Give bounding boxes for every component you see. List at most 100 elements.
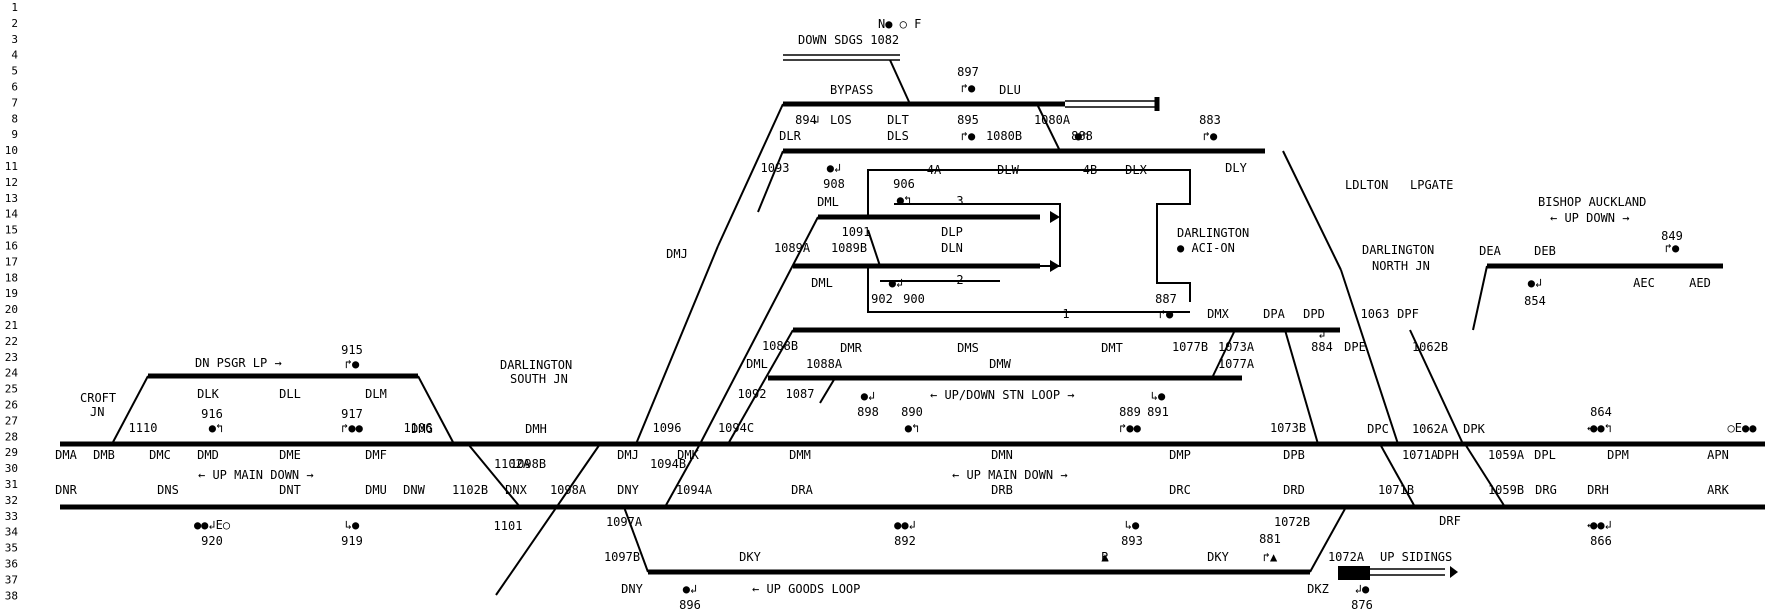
row-number-31: 31 <box>5 478 18 491</box>
track-1072 <box>1309 506 1347 573</box>
signal-s887-number: 887 <box>1155 292 1177 306</box>
signal-s920-icon: ●●↲E○ <box>194 518 230 532</box>
section-dky2: DKY <box>1207 550 1229 564</box>
label-south-jn: SOUTH JN <box>510 372 568 386</box>
section-dly: DLY <box>1225 161 1247 175</box>
track-1088-lead <box>727 329 794 445</box>
signal-s917-number: 917 <box>341 407 363 421</box>
label-darlington-mid: DARLINGTON <box>1177 226 1249 240</box>
signal-s895-icon: ↱● <box>961 129 976 143</box>
point-p1089b: 1089B <box>831 241 867 255</box>
label-croft: CROFT <box>80 391 116 405</box>
label-los: LOS <box>830 113 852 127</box>
row-number-32: 32 <box>5 494 18 507</box>
section-dmf: DMF <box>365 448 387 462</box>
section-dnw: DNW <box>403 483 425 497</box>
point-p1077b: 1077B <box>1172 340 1208 354</box>
point-r2: 2 <box>956 273 963 287</box>
section-dra: DRA <box>791 483 813 497</box>
section-dlk: DLK <box>197 387 219 401</box>
section-dlm: DLM <box>365 387 387 401</box>
section-dml3: DML <box>746 357 768 371</box>
point-r4a: 4A <box>927 163 942 177</box>
signal-s883-number: 883 <box>1199 113 1221 127</box>
row-number-14: 14 <box>5 208 19 221</box>
row-number-10: 10 <box>5 144 18 157</box>
label-up-main-down-mid: ← UP MAIN DOWN → <box>952 468 1068 482</box>
point-p1088b: 1088B <box>762 339 798 353</box>
row-number-35: 35 <box>5 542 18 555</box>
section-dml1: DML <box>817 195 839 209</box>
section-ark: ARK <box>1707 483 1729 497</box>
label-north-jn: NORTH JN <box>1372 259 1430 273</box>
point-p1098b: 1098B <box>510 457 546 471</box>
signal-s916-number: 916 <box>201 407 223 421</box>
label-up-goods-loop: ← UP GOODS LOOP <box>752 582 860 596</box>
signal-s881-number: 881 <box>1259 532 1281 546</box>
section-dpa: DPA <box>1263 307 1285 321</box>
row-number-3: 3 <box>11 33 18 46</box>
signal-s902-number: 902 <box>871 292 893 306</box>
signal-s891-number: 891 <box>1147 405 1169 419</box>
section-dml2: DML <box>811 276 833 290</box>
label-layer: CROFT JN DARLINGTON SOUTH JN DARLINGTON … <box>80 17 1646 596</box>
signal-s884-number: 884 <box>1311 340 1333 354</box>
point-p1098a: 1098A <box>550 483 587 497</box>
point-p1071b: 1071B <box>1378 483 1414 497</box>
point-p1059a: 1059A <box>1488 448 1525 462</box>
section-drf: DRF <box>1439 514 1461 528</box>
label-darlington-south: DARLINGTON <box>500 358 572 372</box>
signal-s892-icon: ●●↲ <box>894 518 916 532</box>
section-drg: DRG <box>1535 483 1557 497</box>
section-dnt: DNT <box>279 483 301 497</box>
row-number-25: 25 <box>5 383 18 396</box>
row-number-6: 6 <box>11 81 18 94</box>
section-dlp: DLP <box>941 225 963 239</box>
point-p1071a: 1071A <box>1402 448 1439 462</box>
section-dmn: DMN <box>991 448 1013 462</box>
point-p1073b: 1073B <box>1270 421 1306 435</box>
section-dlx: DLX <box>1125 163 1147 177</box>
signal-s889-number: 889 <box>1119 405 1141 419</box>
point-p1077a: 1077A <box>1218 357 1255 371</box>
signal-s866-icon: ●●↲ <box>1590 518 1612 532</box>
signal-s864-icon: ●●↰ <box>1590 421 1612 435</box>
section-dpe: DPE <box>1344 340 1366 354</box>
row-number-27: 27 <box>5 414 18 427</box>
signal-labels: 915↱●916●↰917↱●●920●●↲E○919↳●897↱●894↲89… <box>194 65 1757 612</box>
track-dmj-upper <box>717 103 784 247</box>
section-dny2: DNY <box>621 582 643 596</box>
section-dmw: DMW <box>989 357 1011 371</box>
section-aec: AEC <box>1633 276 1655 290</box>
section-dms: DMS <box>957 341 979 355</box>
signal-s906-number: 906 <box>893 177 915 191</box>
signal-s893-number: 893 <box>1121 534 1143 548</box>
track-1097 <box>623 506 649 573</box>
section-dls: DLS <box>887 129 909 143</box>
track-1093-lead <box>757 150 784 213</box>
route-3 <box>894 203 1061 267</box>
row-number-20: 20 <box>5 303 18 316</box>
signal-s897-number: 897 <box>957 65 979 79</box>
section-drb: DRB <box>991 483 1013 497</box>
row-number-12: 12 <box>5 176 18 189</box>
label-darlington-north: DARLINGTON <box>1362 243 1434 257</box>
point-p1094b: 1094B <box>650 457 686 471</box>
crossover-1059 <box>1464 443 1506 508</box>
point-r4b: 4B <box>1083 163 1097 177</box>
signal-s887-icon: ↱● <box>1159 307 1174 321</box>
signal-s906-icon: ●↰ <box>897 193 911 207</box>
signal-s891-icon: ↳● <box>1151 389 1166 403</box>
signal-s908-number: 908 <box>823 177 845 191</box>
section-dmm: DMM <box>789 448 811 462</box>
label-lpgate: LPGATE <box>1410 178 1453 192</box>
signal-s896-number: 896 <box>679 598 701 612</box>
crossover-1098 <box>495 443 601 596</box>
signal-s884-icon: ↲ <box>1318 327 1325 341</box>
section-dpl: DPL <box>1534 448 1556 462</box>
row-number-38: 38 <box>5 589 18 602</box>
signal-s854-icon: ●↲ <box>1528 276 1542 290</box>
row-number-29: 29 <box>5 446 18 459</box>
point-p1102b: 1102B <box>452 483 488 497</box>
signal-s898-number: 898 <box>857 405 879 419</box>
